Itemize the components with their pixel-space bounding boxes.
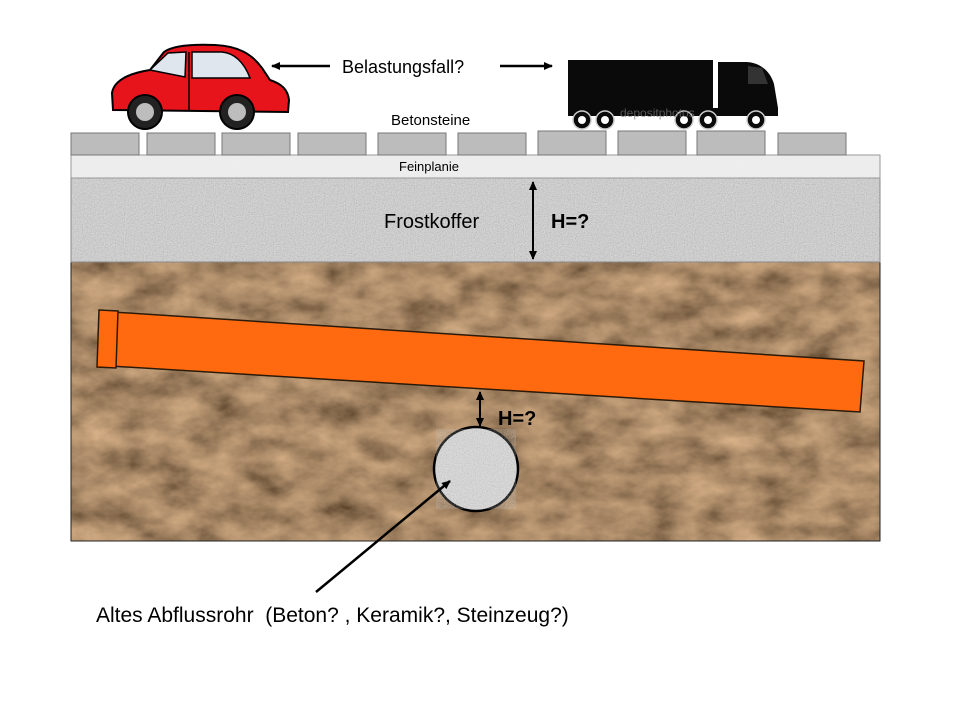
fine-leveling-layer [70,154,881,179]
old-pipe-label: Altes Abflussrohr (Beton? , Keramik?, St… [96,604,569,627]
watermark: depositphotos [620,106,695,120]
frost-height-label: H=? [551,211,589,233]
frost-layer [70,177,881,263]
load-case-label: Belastungsfall? [342,57,464,77]
car-icon [110,43,291,130]
new-pipe [96,309,865,413]
paving-stones [70,130,847,156]
pipe-clearance-label: H=? [498,408,536,430]
frost-layer-label: Frostkoffer [384,211,480,233]
paving-stones-label: Betonsteine [391,112,470,129]
old-pipe-pointer-arrow [315,480,451,593]
old-drain-pipe [432,425,520,513]
fine-leveling-label: Feinplanie [399,159,459,174]
truck-icon: depositphotos [568,60,778,130]
